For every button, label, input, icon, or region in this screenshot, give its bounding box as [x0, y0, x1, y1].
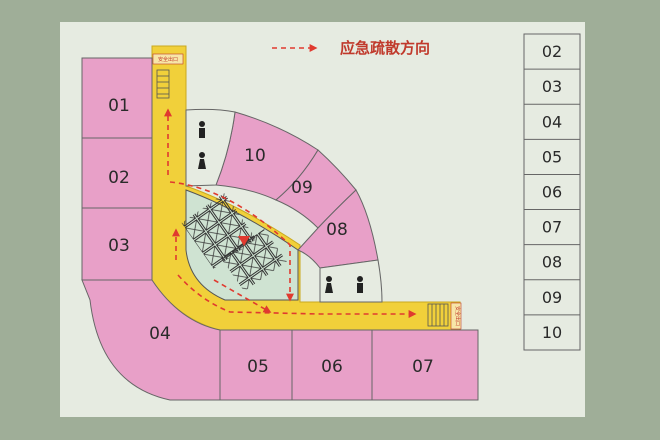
- exit-sign-top-label: 安全出口: [158, 56, 178, 63]
- unit-02[interactable]: [81, 137, 153, 209]
- restroom-area-right: [319, 259, 383, 303]
- unit-label-07: 07: [412, 357, 434, 377]
- unit-label-06: 06: [321, 357, 343, 377]
- unit-label-10: 10: [244, 146, 266, 166]
- restroom-male-icon: [199, 121, 363, 293]
- unit-label-08: 08: [326, 220, 348, 240]
- exit-sign-right-label: 安全出口: [454, 306, 461, 326]
- index-item-04: 04: [542, 112, 562, 131]
- unit-label-04: 04: [149, 324, 171, 344]
- exit-sign-top: [152, 53, 184, 65]
- unit-06[interactable]: [291, 329, 373, 401]
- index-item-06: 06: [542, 183, 562, 202]
- unit-04[interactable]: [81, 279, 221, 401]
- index-item-05: 05: [542, 147, 562, 166]
- unit-label-05: 05: [247, 357, 269, 377]
- unit-label-02: 02: [108, 168, 130, 188]
- legend-label: 应急疏散方向: [340, 39, 430, 57]
- exit-sign-right: [450, 302, 462, 330]
- index-list: 02 03 04 05 06 07 08 09 10: [523, 33, 581, 351]
- you-are-here-marker: [238, 236, 250, 246]
- unit-label-01: 01: [108, 96, 130, 116]
- index-item-08: 08: [542, 253, 562, 272]
- unit-01[interactable]: [81, 57, 153, 139]
- evacuation-route: [164, 108, 417, 318]
- index-item-07: 07: [542, 218, 562, 237]
- elevator-bank-icon: [221, 228, 287, 292]
- unit-07[interactable]: [371, 329, 479, 401]
- unit-label-09: 09: [291, 178, 313, 198]
- index-item-09: 09: [542, 288, 562, 307]
- restroom-area-top: [185, 108, 236, 187]
- unit-05[interactable]: [219, 329, 293, 401]
- index-item-10: 10: [542, 323, 562, 342]
- index-item-02: 02: [542, 42, 562, 61]
- legend: 应急疏散方向: [272, 39, 430, 57]
- unit-08[interactable]: [297, 189, 379, 269]
- unit-label-03: 03: [108, 236, 130, 256]
- stair-icon: [156, 69, 449, 327]
- index-item-03: 03: [542, 77, 562, 96]
- restroom-female-icon: [198, 152, 333, 293]
